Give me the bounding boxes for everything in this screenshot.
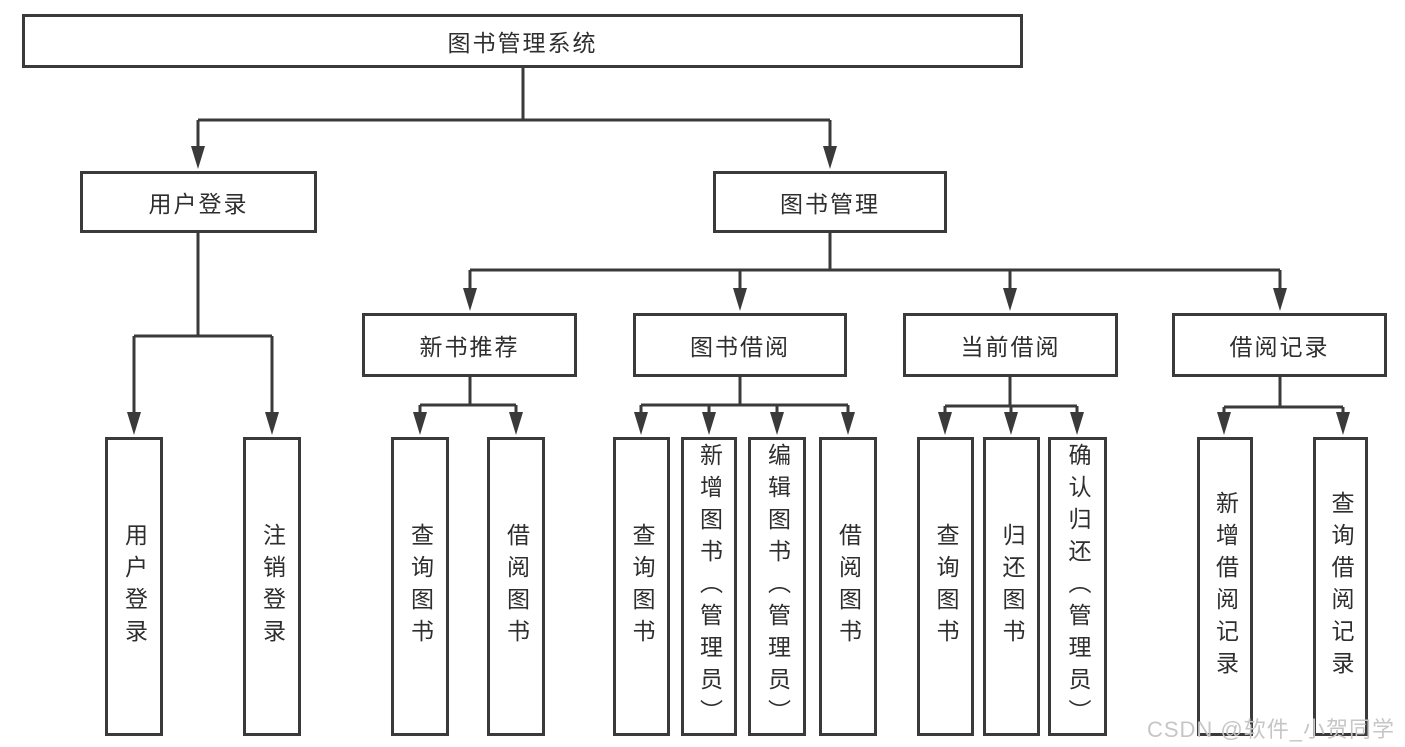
node-leaf-query-books-1: 查询图书 — [391, 437, 449, 736]
node-new-book-recommend-label: 新书推荐 — [419, 334, 520, 360]
node-borrow-records-label: 借阅记录 — [1229, 334, 1330, 360]
node-leaf-edit-book-admin-label: 编辑图书（管理员） — [764, 442, 791, 731]
node-leaf-query-books-2-label: 查询图书 — [629, 522, 655, 651]
node-leaf-logout: 注销登录 — [243, 437, 301, 736]
node-leaf-query-borrow-record: 查询借阅记录 — [1313, 437, 1368, 736]
connector-borrowrecords-to-leaves — [1222, 377, 1345, 416]
node-root-label: 图书管理系统 — [447, 30, 598, 56]
node-leaf-logout-label: 注销登录 — [259, 522, 286, 651]
node-leaf-user-login: 用户登录 — [105, 437, 163, 736]
node-leaf-add-borrow-record-label: 新增借阅记录 — [1212, 490, 1239, 683]
node-book-management: 图书管理 — [713, 171, 947, 233]
connector-bookmgmt-to-level3 — [468, 233, 1282, 292]
connector-userlogin-to-leaves — [132, 233, 274, 416]
node-user-login: 用户登录 — [80, 171, 317, 233]
node-borrow-records: 借阅记录 — [1172, 313, 1387, 377]
connector-newbook-to-leaves — [418, 377, 518, 416]
node-new-book-recommend: 新书推荐 — [362, 313, 577, 377]
node-leaf-query-borrow-record-label: 查询借阅记录 — [1328, 490, 1354, 683]
node-leaf-return-books-label: 归还图书 — [999, 522, 1025, 651]
node-root: 图书管理系统 — [22, 14, 1023, 68]
node-current-borrow: 当前借阅 — [903, 313, 1118, 377]
node-leaf-borrow-books-1: 借阅图书 — [487, 437, 545, 736]
node-leaf-add-borrow-record: 新增借阅记录 — [1197, 437, 1253, 736]
node-current-borrow-label: 当前借阅 — [960, 334, 1061, 360]
node-leaf-query-books-3-label: 查询图书 — [933, 522, 959, 651]
node-leaf-user-login-label: 用户登录 — [121, 522, 148, 651]
node-leaf-edit-book-admin: 编辑图书（管理员） — [748, 437, 806, 736]
node-leaf-query-books-3: 查询图书 — [917, 437, 974, 736]
node-leaf-add-book-admin-label: 新增图书（管理员） — [696, 442, 723, 731]
node-leaf-query-books-1-label: 查询图书 — [407, 522, 434, 651]
node-book-borrow-label: 图书借阅 — [690, 334, 790, 360]
connector-bookborrow-to-leaves — [639, 377, 850, 416]
node-leaf-borrow-books-1-label: 借阅图书 — [503, 522, 530, 651]
node-leaf-confirm-return-admin-label: 确认归还（管理员） — [1065, 442, 1091, 731]
node-book-management-label: 图书管理 — [780, 191, 880, 217]
node-user-login-label: 用户登录 — [148, 191, 249, 217]
arrowheads — [127, 146, 1350, 435]
connector-currentborrow-to-leaves — [943, 377, 1079, 416]
node-leaf-query-books-2: 查询图书 — [613, 437, 670, 736]
node-book-borrow: 图书借阅 — [633, 313, 847, 377]
node-leaf-return-books: 归还图书 — [983, 437, 1040, 736]
node-leaf-borrow-books-2-label: 借阅图书 — [835, 522, 862, 651]
node-leaf-add-book-admin: 新增图书（管理员） — [681, 437, 737, 736]
node-leaf-confirm-return-admin: 确认归还（管理员） — [1048, 437, 1107, 736]
connector-root-to-level2 — [196, 68, 832, 150]
csdn-watermark: CSDN @软件_小贺同学 — [1146, 717, 1395, 742]
node-leaf-borrow-books-2: 借阅图书 — [819, 437, 877, 736]
